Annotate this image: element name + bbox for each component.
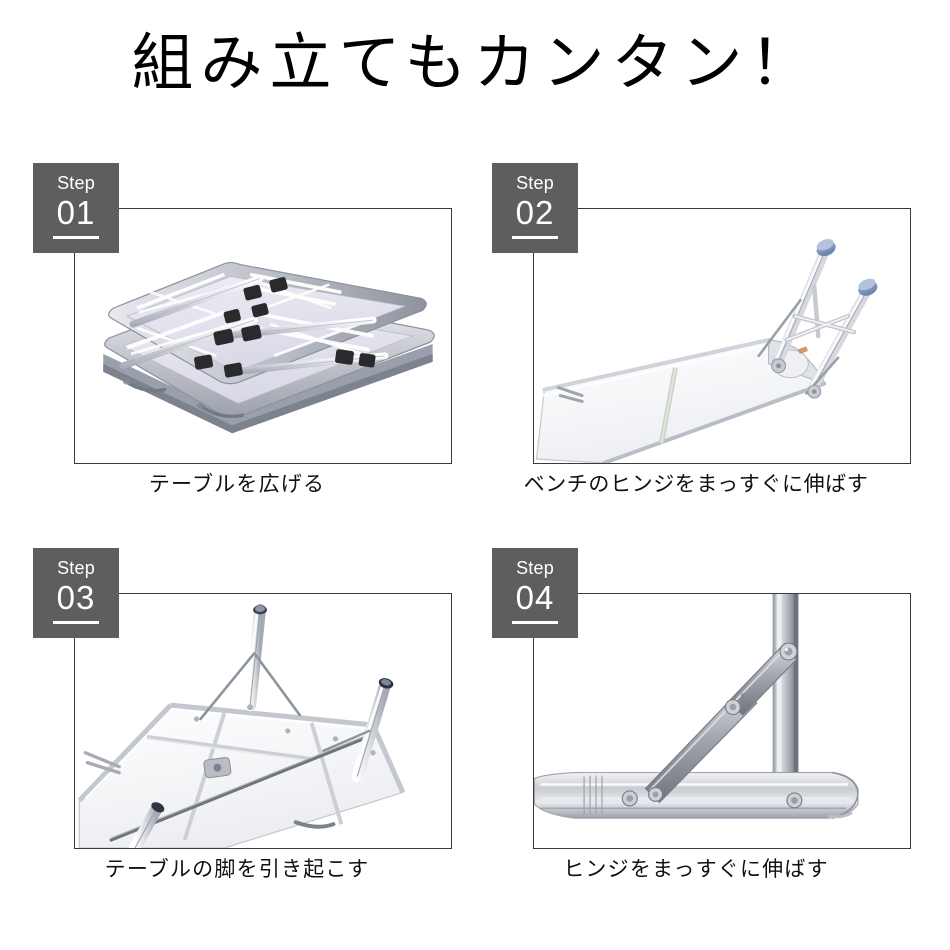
step-badge-underline	[53, 236, 99, 239]
step-badge-word: Step	[57, 173, 95, 193]
step-caption-04: ヒンジをまっすぐに伸ばす	[563, 858, 829, 881]
step-badge-02: Step 02	[492, 163, 578, 253]
hinge-closeup-illustration	[534, 594, 859, 819]
step-badge-03: Step 03	[33, 548, 119, 638]
step-photo-03	[74, 593, 452, 849]
bench-hinge-illustration	[535, 239, 878, 463]
step-card-01: Step 01 テーブルを広げる	[22, 150, 452, 510]
step-badge-word: Step	[516, 173, 554, 193]
folded-table-illustration	[103, 261, 435, 434]
step-badge-number: 01	[56, 194, 96, 231]
step-badge-number: 03	[56, 579, 96, 616]
step-badge-word: Step	[516, 558, 554, 578]
step-badge-01: Step 01	[33, 163, 119, 253]
step-badge-04: Step 04	[492, 548, 578, 638]
step-badge-underline	[512, 236, 558, 239]
step-photo-01	[74, 208, 452, 464]
step-badge-underline	[512, 621, 558, 624]
step-caption-01: テーブルを広げる	[148, 473, 326, 496]
step-caption-02: ベンチのヒンジをまっすぐに伸ばす	[523, 473, 869, 496]
step-badge-number: 02	[515, 194, 555, 231]
step-photo-04	[533, 593, 911, 849]
page-title: 組み立てもカンタン！	[131, 29, 819, 98]
step-card-02: Step 02 ベンチのヒンジをまっすぐに伸ばす	[481, 150, 911, 510]
step-photo-02	[533, 208, 911, 464]
table-legs-illustration	[77, 603, 406, 848]
step-badge-underline	[53, 621, 99, 624]
step-badge-number: 04	[515, 579, 555, 616]
step-badge-word: Step	[57, 558, 95, 578]
step-card-03: Step 03 テーブルの脚を引き起こす	[22, 535, 452, 895]
step-card-04: Step 04 ヒンジをまっすぐに伸ばす	[481, 535, 911, 895]
step-caption-03: テーブルの脚を引き起こす	[104, 858, 370, 881]
